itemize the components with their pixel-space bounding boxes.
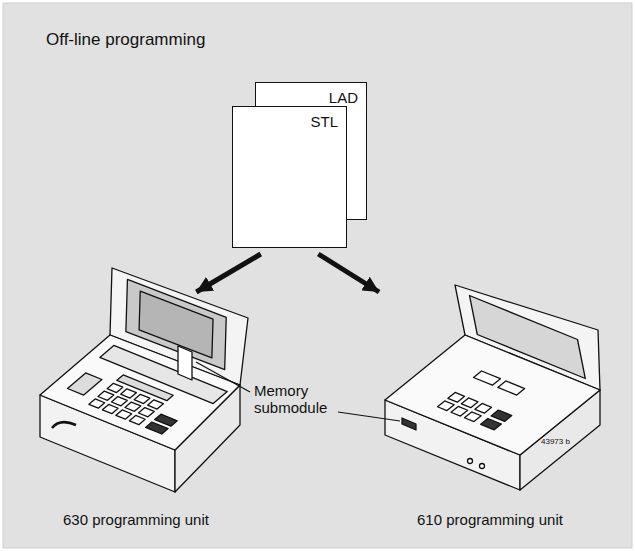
leader-line	[338, 412, 400, 421]
flow-arrow	[318, 254, 379, 292]
figure-number: 43973 b	[541, 437, 601, 446]
diagram-title: Off-line programming	[46, 30, 205, 50]
node-text: STL	[241, 113, 338, 130]
halftone-panel	[3, 3, 632, 548]
programming-unit: 630 programming unit	[20, 292, 252, 532]
unit-630-drawing	[40, 268, 248, 492]
node-text: 630 programming unit	[63, 511, 209, 528]
unit-610-drawing	[385, 285, 600, 490]
node-text: 610 programming unit	[417, 511, 563, 528]
part-label: Memory submodule	[254, 382, 338, 417]
leader-line	[196, 362, 250, 392]
document-sheet: STL	[232, 106, 347, 248]
node-text: LAD	[264, 89, 358, 106]
programming-unit: 610 programming unit	[372, 292, 608, 532]
flow-arrow	[196, 254, 260, 292]
